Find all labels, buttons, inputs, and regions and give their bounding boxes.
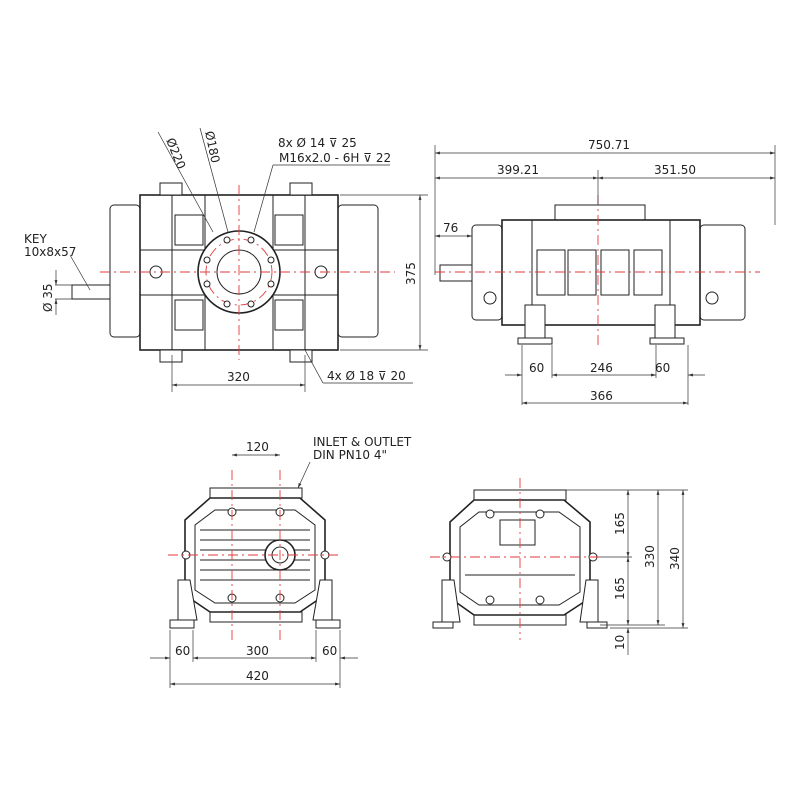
shaft-length-dimension: 76	[443, 221, 458, 235]
foot-total-dimension: 420	[246, 669, 269, 683]
height-dimension: 375	[404, 262, 418, 285]
foot-center-dimension: 300	[246, 644, 269, 658]
left-length-dimension: 399.21	[497, 163, 539, 177]
flange-holes-label-2: M16x2.0 - 6H ⊽ 22	[279, 151, 391, 165]
outer-diameter-label: Ø220	[163, 136, 188, 171]
top-view: Ø220 Ø180 8x Ø 14 ⊽ 25 M16x2.0 - 6H ⊽ 22…	[24, 127, 428, 392]
foot-holes-label: 4x Ø 18 ⊽ 20	[327, 369, 406, 383]
side-view: 750.71 399.21 351.50 76 60 246 60 366	[434, 138, 776, 405]
foot-spacing-dimension: 320	[227, 370, 250, 384]
shaft-diameter-label: Ø 35	[41, 283, 55, 312]
rear-view: 165 165 330 340 10	[430, 478, 688, 655]
upper-half-dimension: 165	[613, 512, 627, 535]
port-label-1: INLET & OUTLET	[313, 435, 412, 449]
foot-right-dimension: 60	[322, 644, 337, 658]
bolt-circle-label: Ø180	[202, 130, 222, 165]
lower-half-dimension: 165	[613, 577, 627, 600]
front-view: 120 INLET & OUTLET DIN PN10 4" 60 300 60…	[150, 435, 412, 688]
foot-total-dimension: 366	[590, 389, 613, 403]
foot-left-dimension: 60	[529, 361, 544, 375]
flange-holes-label-1: 8x Ø 14 ⊽ 25	[278, 136, 357, 150]
base-offset-dimension: 10	[613, 635, 627, 650]
port-label-2: DIN PN10 4"	[313, 448, 387, 462]
overall-length-dimension: 750.71	[588, 138, 630, 152]
right-length-dimension: 351.50	[654, 163, 696, 177]
key-label-1: KEY	[24, 232, 47, 246]
port-spacing-dimension: 120	[246, 440, 269, 454]
total-height-dimension: 340	[668, 547, 682, 570]
key-label-2: 10x8x57	[24, 245, 76, 259]
body-height-dimension: 330	[643, 545, 657, 568]
foot-right-dimension: 60	[655, 361, 670, 375]
foot-left-dimension: 60	[175, 644, 190, 658]
foot-center-dimension: 246	[590, 361, 613, 375]
